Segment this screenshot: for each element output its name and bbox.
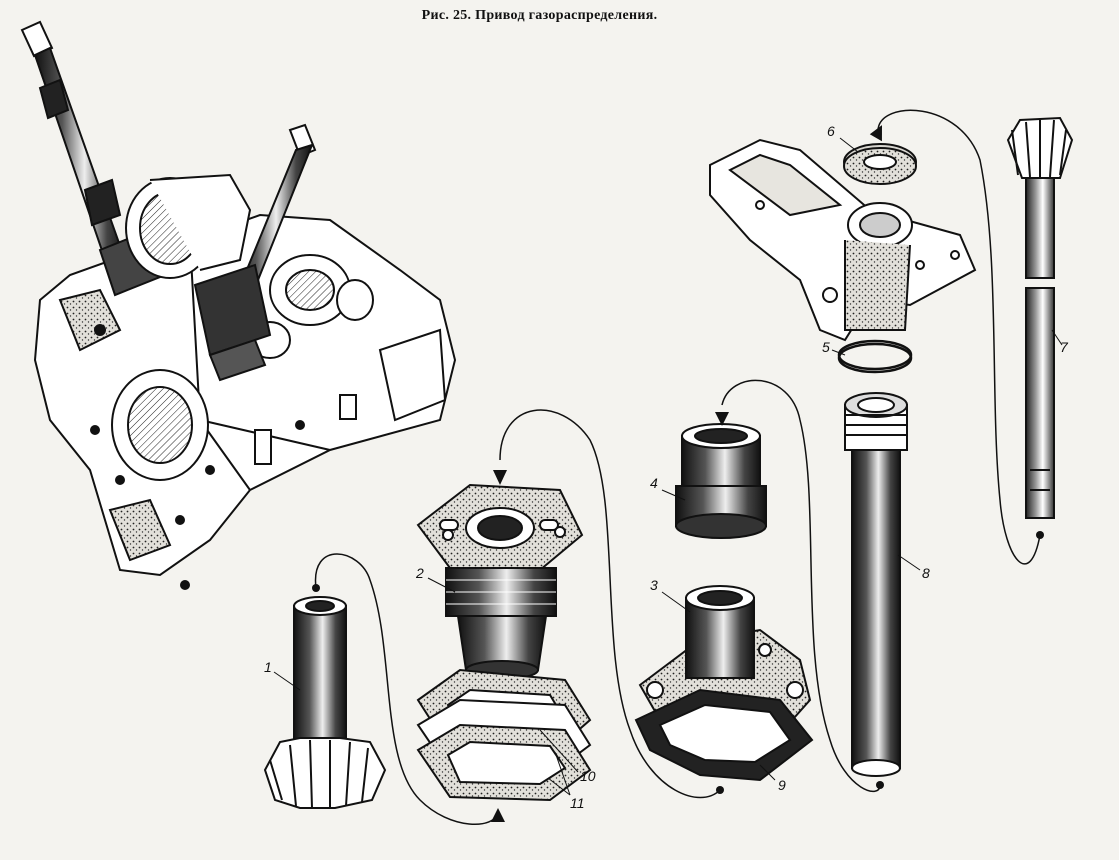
label-part-8: 8: [922, 565, 930, 581]
label-part-9: 9: [778, 777, 786, 793]
block-gear-housing: [125, 173, 252, 279]
part-5-ring: [837, 339, 913, 374]
part-7-shaft: [1006, 116, 1074, 519]
part-4-bushing: [675, 423, 767, 539]
part-9-gasket: [634, 688, 814, 782]
label-part-4: 4: [650, 475, 658, 491]
label-part-6: 6: [827, 123, 835, 139]
label-part-1: 1: [264, 659, 272, 675]
label-part-3: 3: [650, 577, 658, 593]
leader-lines: [273, 137, 1063, 796]
part-8-tube: [844, 392, 908, 777]
label-part-11: 11: [570, 795, 585, 811]
label-part-7: 7: [1060, 339, 1068, 355]
block-short-shaft: [193, 123, 317, 382]
path-arrowheads: [491, 125, 882, 822]
label-part-5: 5: [822, 339, 830, 355]
part-6-washer: [843, 143, 917, 185]
bracket-housing: [709, 138, 977, 342]
label-part-2: 2: [416, 565, 424, 581]
part-2-flange-housing: [416, 483, 584, 680]
assembly-path-lines: [314, 109, 1041, 826]
path-end-dots: [312, 531, 1044, 794]
part-1-gear-shaft: [263, 596, 387, 809]
parts-10-11-gaskets: [416, 668, 592, 802]
figure-title: Рис. 25. Привод газораспределения.: [421, 8, 658, 23]
label-part-10: 10: [580, 768, 596, 784]
